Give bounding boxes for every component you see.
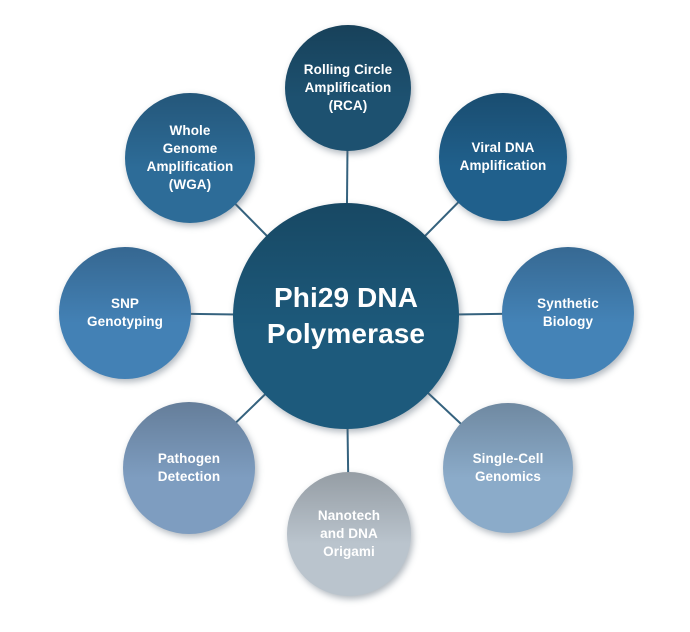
- node-label-snp-genotyping: SNP Genotyping: [87, 296, 163, 329]
- node-synthetic-biology: Synthetic Biology: [502, 247, 634, 379]
- node-pathogen-detection: Pathogen Detection: [123, 402, 255, 534]
- node-snp-genotyping: SNP Genotyping: [59, 247, 191, 379]
- node-single-cell-genomics: Single-Cell Genomics: [443, 403, 573, 533]
- node-viral-dna-amplification: Viral DNA Amplification: [439, 93, 567, 221]
- node-label-single-cell-genomics: Single-Cell Genomics: [472, 451, 544, 484]
- node-label-rolling-circle-amplification: Rolling Circle Amplification (RCA): [303, 62, 393, 113]
- node-center-phi29-dna-polymerase: Phi29 DNA Polymerase: [233, 203, 459, 429]
- node-label-synthetic-biology: Synthetic Biology: [537, 296, 599, 329]
- node-nanotech-and-dna-origami: Nanotech and DNA Origami: [287, 472, 411, 596]
- node-label-viral-dna-amplification: Viral DNA Amplification: [459, 140, 547, 173]
- node-label-pathogen-detection: Pathogen Detection: [157, 451, 221, 484]
- node-label-nanotech-and-dna-origami: Nanotech and DNA Origami: [317, 508, 381, 559]
- node-rolling-circle-amplification: Rolling Circle Amplification (RCA): [285, 25, 411, 151]
- node-whole-genome-amplification: Whole Genome Amplification (WGA): [125, 93, 255, 223]
- node-label-whole-genome-amplification: Whole Genome Amplification (WGA): [146, 123, 234, 192]
- center-node-label: Phi29 DNA Polymerase: [266, 281, 426, 349]
